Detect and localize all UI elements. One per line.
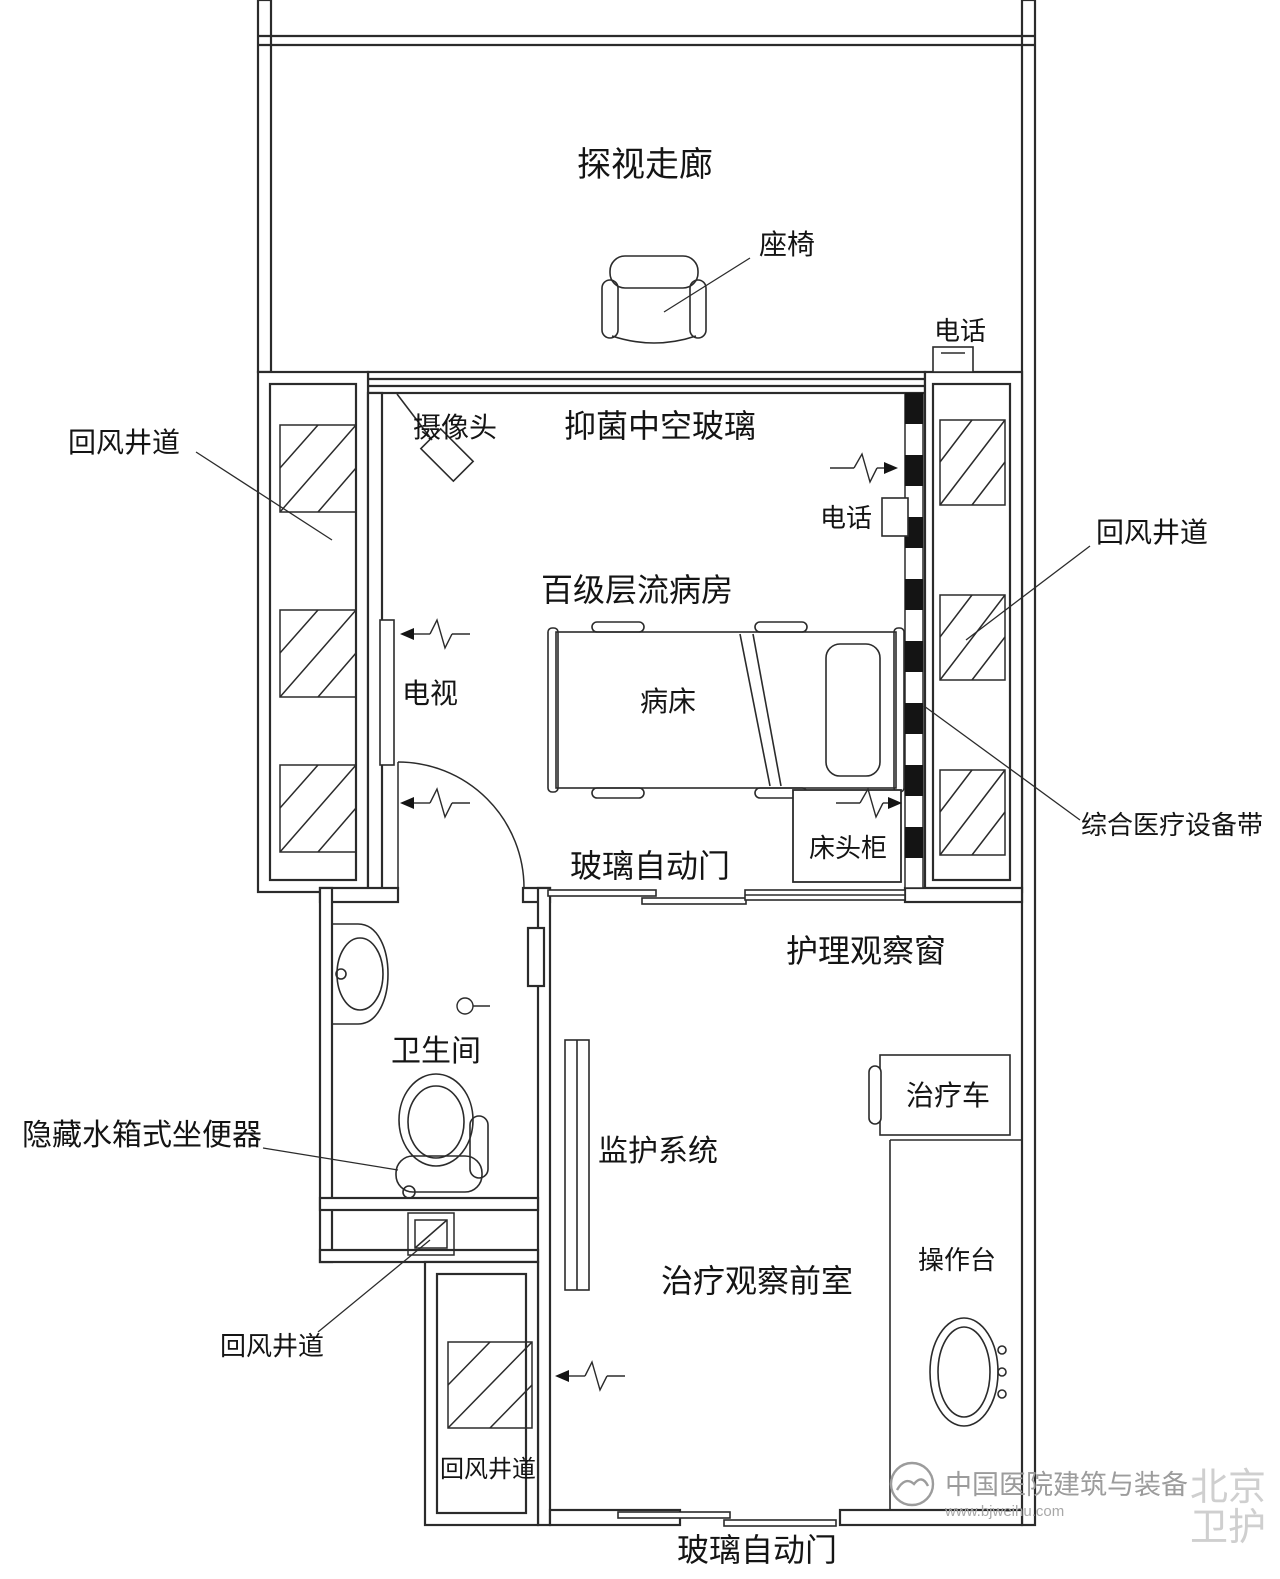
corridor-chair — [601, 255, 707, 344]
camera — [396, 393, 475, 483]
watermark: 北京 卫护 中国医院建筑与装备 www.bjweihu.com — [889, 1461, 1266, 1549]
label-bathroom: 卫生间 — [391, 1035, 481, 1068]
leader-return-air-mid — [317, 1239, 431, 1333]
label-equipment-belt: 综合医疗设备带 — [1081, 810, 1263, 840]
return-air-duct-hatch — [407, 1212, 455, 1256]
right-shaft-hatch-3 — [939, 769, 1006, 856]
watermark-publisher: 中国医院建筑与装备 — [945, 1470, 1188, 1500]
label-bedside-cabinet: 床头柜 — [809, 833, 887, 863]
label-phone-top: 电话 — [934, 316, 986, 346]
work-counter — [889, 1139, 1022, 1510]
phone-top — [932, 346, 974, 373]
label-phone-room: 电话 — [820, 503, 872, 533]
label-bed: 病床 — [640, 686, 696, 717]
observation-window-frame — [744, 889, 906, 901]
label-return-air-bottom: 回风井道 — [440, 1456, 536, 1483]
walls — [256, 0, 1037, 1527]
label-return-air-left: 回风井道 — [68, 427, 180, 458]
watermark-logo — [889, 1461, 935, 1507]
watermark-brand-bottom: 卫护 — [1190, 1507, 1266, 1549]
left-shaft-hatch-1 — [279, 424, 357, 513]
watermark-url: www.bjweihu.com — [944, 1503, 1064, 1520]
break-arrow-anteroom — [555, 1360, 625, 1392]
bed — [547, 621, 905, 799]
label-observation-window: 护理观察窗 — [786, 933, 946, 969]
label-seat: 座椅 — [759, 229, 815, 260]
label-monitor: 监护系统 — [598, 1135, 718, 1168]
leader-return-air-left — [195, 451, 333, 541]
floor-drain — [456, 997, 490, 1015]
shaft-hatching — [279, 419, 1006, 1429]
label-treatment-cart: 治疗车 — [906, 1080, 990, 1111]
label-ward: 百级层流病房 — [541, 572, 733, 608]
leader-toilet — [262, 1147, 399, 1171]
tv — [379, 619, 395, 766]
break-arrow-tv — [400, 618, 470, 650]
ward-sliding-door — [547, 889, 747, 905]
label-visiting-corridor: 探视走廊 — [577, 146, 713, 184]
bottom-shaft-hatch — [447, 1341, 533, 1429]
leader-lines — [195, 257, 1091, 1333]
equipment-belt — [904, 392, 924, 889]
right-shaft-hatch-2 — [939, 594, 1006, 681]
right-shaft-hatch-1 — [939, 419, 1006, 506]
phone-room — [881, 497, 909, 537]
leader-return-air-right — [965, 545, 1091, 641]
left-shaft-hatch-2 — [279, 609, 357, 698]
break-arrow-door — [400, 787, 470, 819]
bathroom-sink — [331, 923, 389, 1025]
label-tv: 电视 — [402, 678, 458, 709]
label-ward-door: 玻璃自动门 — [570, 848, 730, 884]
bedside-cabinet — [792, 789, 902, 883]
leader-equipment-belt — [923, 705, 1081, 821]
break-arrow-bedside — [836, 787, 902, 819]
label-work-counter: 操作台 — [918, 1245, 996, 1275]
label-glass: 抑菌中空玻璃 — [564, 408, 756, 444]
label-toilet: 隐藏水箱式坐便器 — [22, 1119, 262, 1152]
label-return-air-mid: 回风井道 — [220, 1331, 324, 1361]
label-return-air-right: 回风井道 — [1096, 517, 1208, 548]
watermark-brand-top: 北京 — [1190, 1467, 1266, 1509]
anteroom-sliding-door — [617, 1511, 837, 1527]
toilet — [395, 1073, 489, 1199]
break-arrow-phone — [830, 452, 898, 484]
label-anteroom: 治疗观察前室 — [661, 1263, 853, 1299]
label-camera: 摄像头 — [413, 412, 497, 443]
left-shaft-hatch-3 — [279, 764, 357, 853]
bathroom-door-swing — [397, 761, 525, 889]
label-anteroom-door: 玻璃自动门 — [677, 1532, 837, 1568]
wall-recess — [526, 926, 546, 988]
monitor-console — [564, 1039, 590, 1291]
treatment-cart — [868, 1054, 1011, 1136]
leader-seat — [663, 257, 751, 313]
